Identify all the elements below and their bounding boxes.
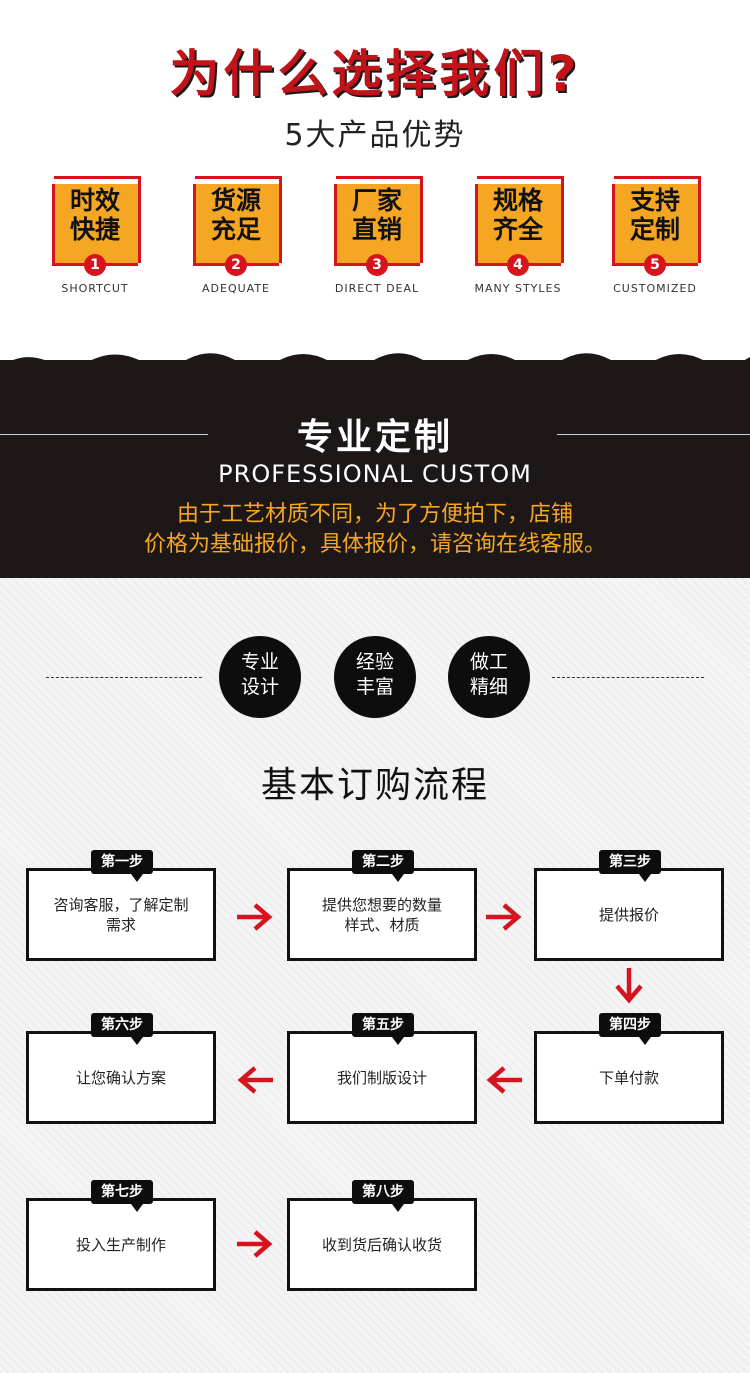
advantage-en: CUSTOMIZED — [613, 282, 697, 295]
divider-line — [0, 434, 208, 435]
advantages-section — [0, 0, 750, 360]
advantage-label: 规格 — [492, 186, 543, 215]
advantage-badge — [612, 184, 698, 266]
feature-circle: 做工 精细 — [448, 636, 530, 718]
divider-line — [557, 434, 750, 435]
arrow-right-icon — [237, 1230, 273, 1258]
flow-title: 基本订购流程 — [260, 765, 489, 806]
arrow-right-icon — [237, 903, 273, 931]
step-box: 让您确认方案 — [26, 1031, 216, 1124]
advantage-number: 5 — [644, 254, 666, 276]
section-subtitle-en: PROFESSIONAL CUSTOM — [218, 460, 532, 488]
advantage-badge — [475, 184, 561, 266]
arrow-left-icon — [237, 1066, 273, 1094]
step-tag: 第二步 — [352, 850, 414, 882]
page-title: 为什么选择我们? — [169, 45, 581, 103]
advantage-en: SHORTCUT — [61, 282, 129, 295]
arrow-left-icon — [486, 1066, 522, 1094]
advantage-en: DIRECT DEAL — [334, 282, 420, 295]
step-tag: 第五步 — [352, 1013, 414, 1045]
page-subtitle: 5大产品优势 — [284, 118, 466, 153]
advantage-label: 定制 — [629, 215, 680, 244]
step-box: 投入生产制作 — [26, 1198, 216, 1291]
advantage-label: 直销 — [351, 215, 402, 244]
pricing-note: 由于工艺材质不同，为了方便拍下，店铺 价格为基础报价，具体报价，请咨询在线客服。 — [143, 502, 606, 557]
step-tag: 第一步 — [91, 850, 153, 882]
advantage-number: 2 — [225, 254, 247, 276]
step-tag: 第七步 — [91, 1180, 153, 1212]
step-box: 收到货后确认收货 — [287, 1198, 477, 1291]
dotted-divider — [46, 677, 202, 678]
advantage-en: ADEQUATE — [202, 282, 270, 295]
advantage-label: 货源 — [210, 186, 261, 215]
step-tag: 第三步 — [599, 850, 661, 882]
step-box: 我们制版设计 — [287, 1031, 477, 1124]
advantage-number: 3 — [366, 254, 388, 276]
advantage-en: MANY STYLES — [474, 282, 562, 295]
arrow-right-icon — [486, 903, 522, 931]
feature-circle: 专业 设计 — [219, 636, 301, 718]
advantage-label: 时效 — [69, 186, 120, 215]
step-box: 下单付款 — [534, 1031, 724, 1124]
advantage-number: 1 — [84, 254, 106, 276]
step-box: 咨询客服，了解定制需求 — [26, 868, 216, 961]
wave-divider — [0, 353, 750, 385]
dotted-divider — [552, 677, 704, 678]
step-tag: 第八步 — [352, 1180, 414, 1212]
step-tag: 第四步 — [599, 1013, 661, 1045]
advantage-label: 快捷 — [69, 215, 120, 244]
arrow-down-icon — [615, 968, 643, 1004]
step-box: 提供报价 — [534, 868, 724, 961]
advantage-badge — [52, 184, 138, 266]
step-box: 提供您想要的数量样式、材质 — [287, 868, 477, 961]
advantage-label: 齐全 — [492, 215, 543, 244]
advantage-label: 厂家 — [351, 186, 402, 215]
advantage-label: 充足 — [210, 215, 261, 244]
advantage-label: 支持 — [629, 186, 680, 215]
advantage-number: 4 — [507, 254, 529, 276]
feature-circle: 经验 丰富 — [334, 636, 416, 718]
step-tag: 第六步 — [91, 1013, 153, 1045]
advantage-badge — [193, 184, 279, 266]
section-title: 专业定制 — [296, 417, 453, 458]
professional-section — [0, 360, 750, 578]
